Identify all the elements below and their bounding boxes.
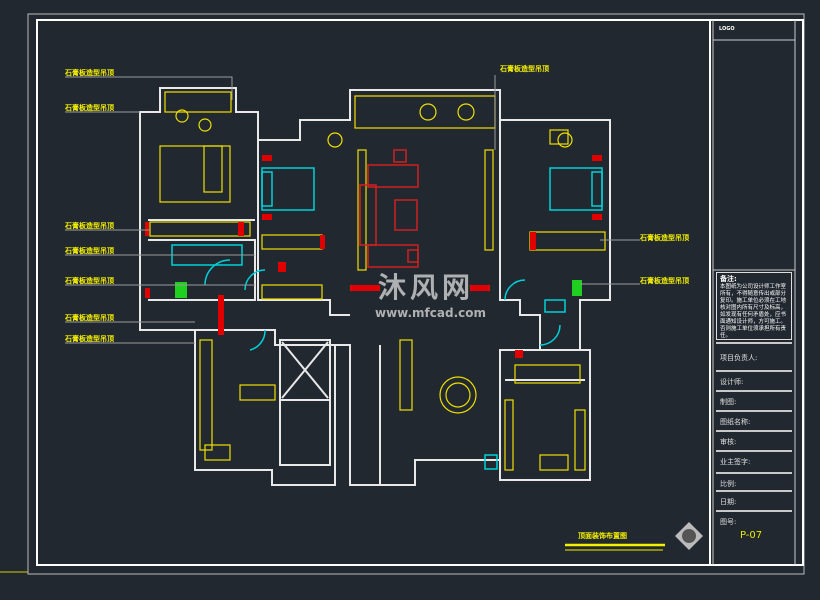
notes-text: 本图纸为公司设计师工作室所有，不得随意传出或部分复印。施工单位必须在工地核对图内… [720, 284, 787, 339]
callout-label: 石膏板造型吊顶 [65, 247, 114, 255]
field-reviewer: 审核: [716, 430, 792, 450]
callout-label-top: 石膏板造型吊顶 [500, 65, 549, 73]
columns [145, 155, 602, 358]
field-drawing-name: 图纸名称: [716, 410, 792, 430]
notes-box: 备注: 本图纸为公司设计师工作室所有，不得随意传出或部分复印。施工单位必须在工地… [716, 272, 792, 340]
field-owner-signature: 业主签字: [716, 450, 792, 472]
field-project-lead: 项目负责人: [716, 342, 792, 370]
watermark-url: www.mfcad.com [375, 306, 486, 320]
logo-stamp-icon [675, 522, 703, 550]
callout-label: 石膏板造型吊顶 [65, 277, 114, 285]
living-room-sofa [359, 149, 419, 268]
callout-label: 石膏板造型吊顶 [65, 69, 114, 77]
toilets [175, 280, 582, 298]
callout-label-right: 石膏板造型吊顶 [640, 234, 689, 242]
callout-label: 石膏板造型吊顶 [65, 222, 114, 230]
field-date: 日期: [716, 490, 792, 510]
field-designer: 设计师: [716, 370, 792, 390]
callout-label-right: 石膏板造型吊顶 [640, 277, 689, 285]
watermark-brand: 沐风网 [378, 271, 475, 304]
drawing-frame [36, 19, 804, 566]
drawing-number-value: P-07 [740, 530, 763, 541]
drawing-title: 顶面装饰布置图 [578, 532, 627, 540]
callout-leaders [65, 75, 640, 344]
field-scale: 比例: [716, 472, 792, 490]
field-drawing-number: 图号: [716, 510, 792, 565]
logo-text: LOGO [719, 26, 735, 32]
callout-label: 石膏板造型吊顶 [65, 335, 114, 343]
callout-label: 石膏板造型吊顶 [65, 104, 114, 112]
notes-heading: 备注: [720, 275, 737, 283]
field-drafter: 制图: [716, 390, 792, 410]
walls [139, 87, 611, 486]
callout-label: 石膏板造型吊顶 [65, 314, 114, 322]
